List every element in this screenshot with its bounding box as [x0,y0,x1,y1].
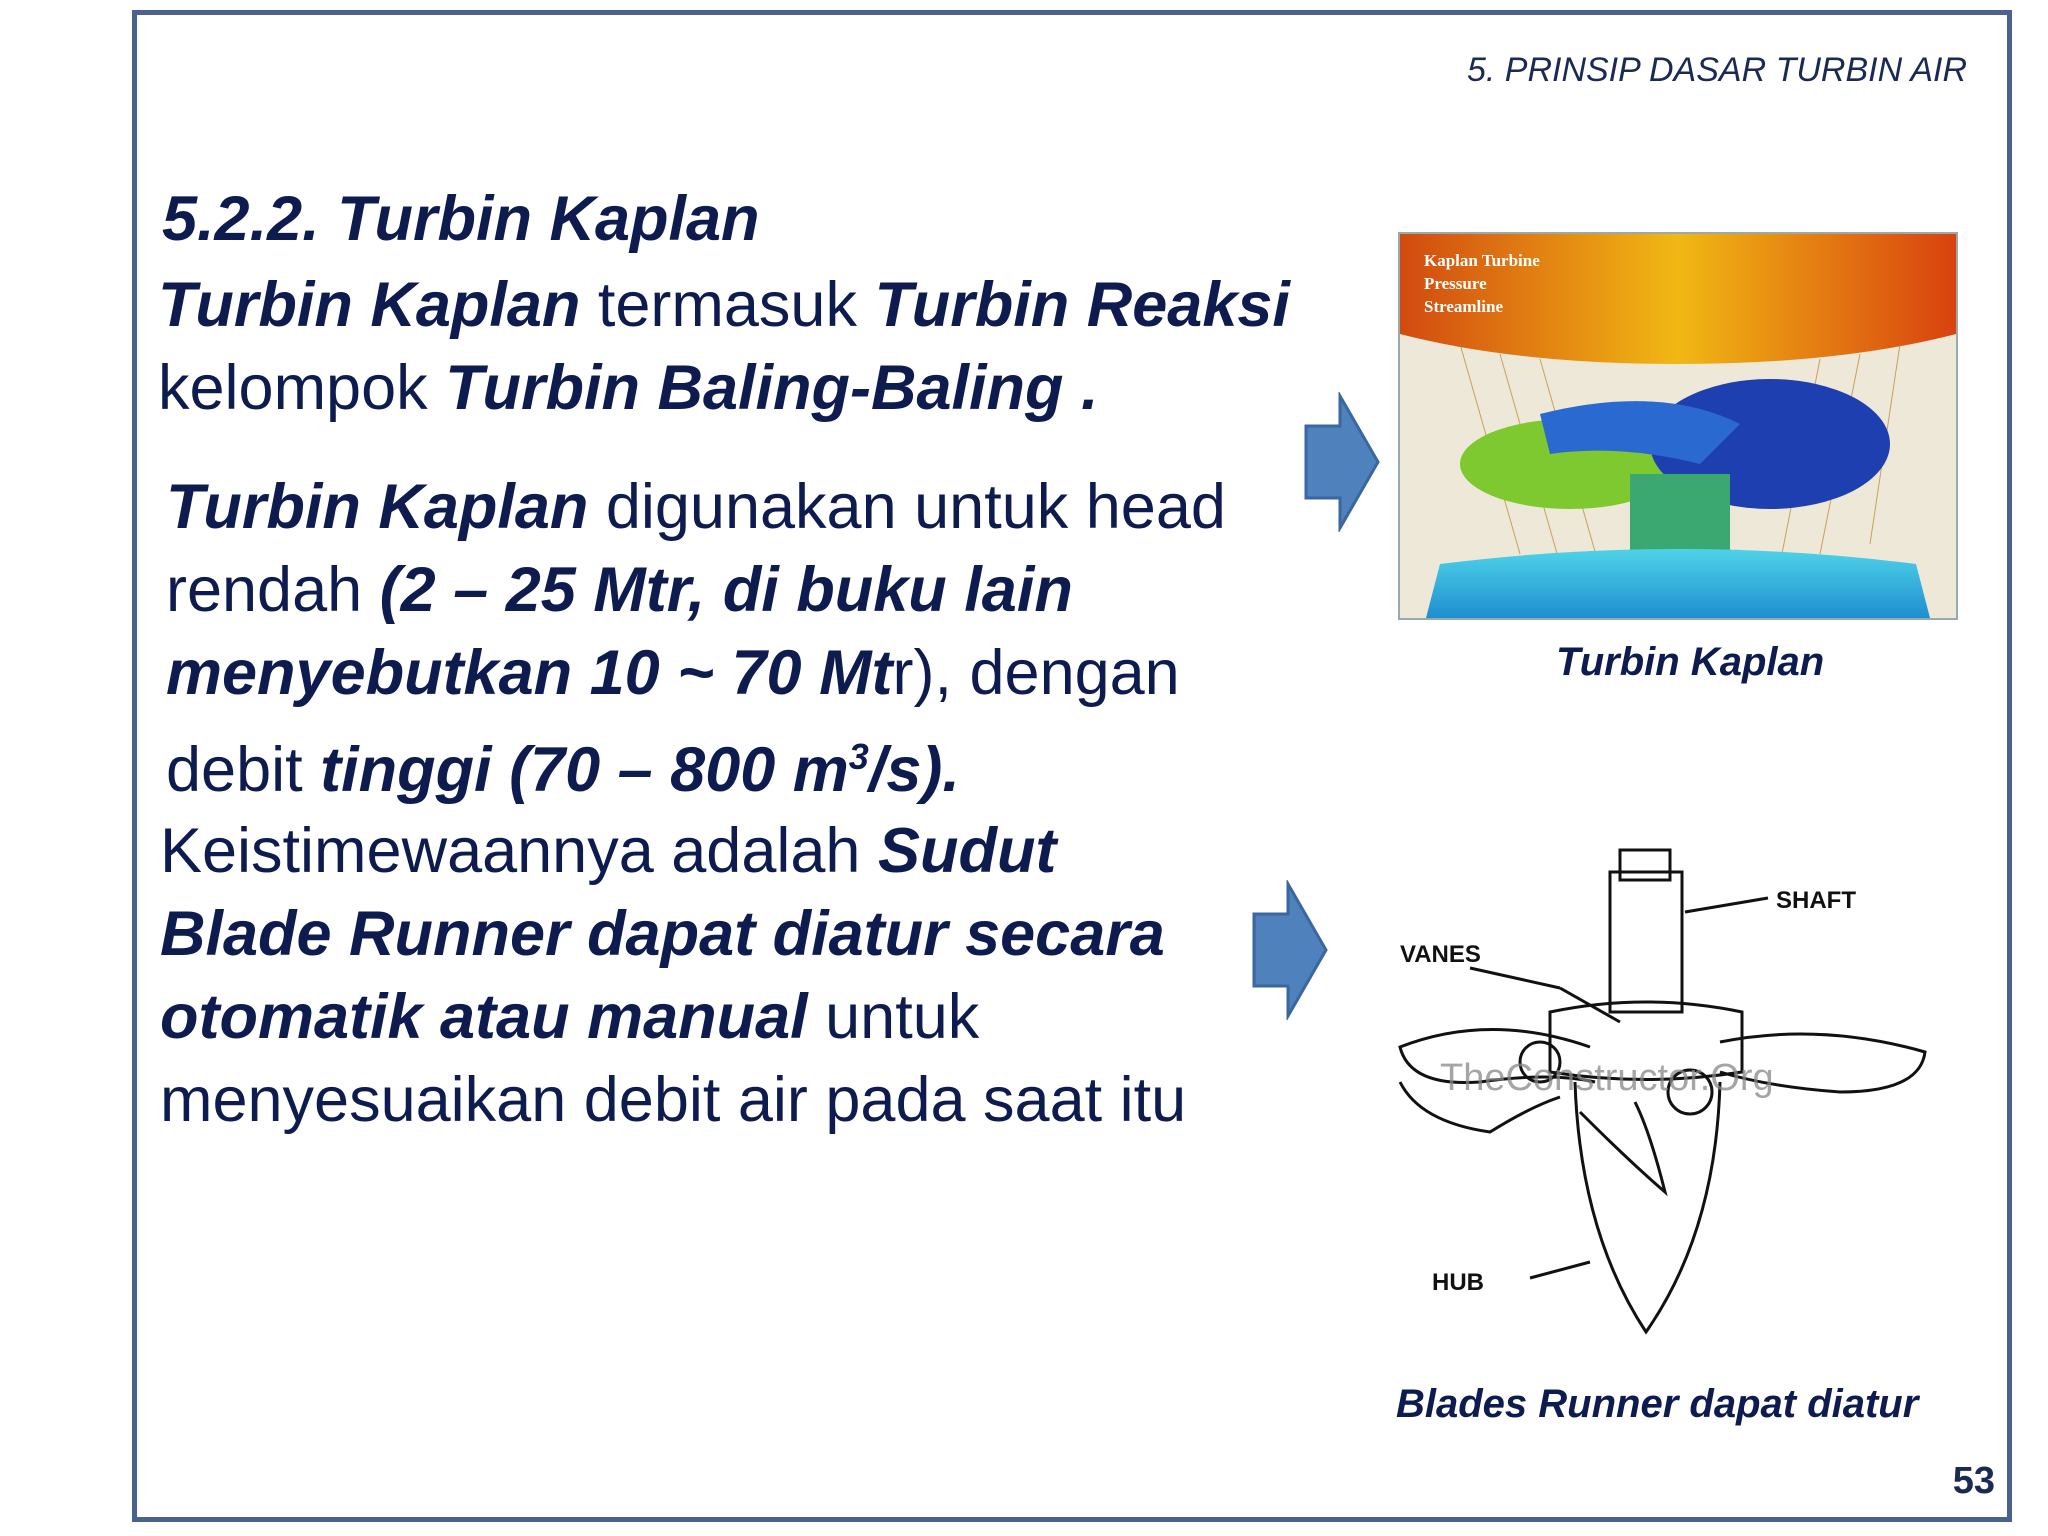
fig2-label-hub: HUB [1432,1269,1484,1296]
para1-text1: termasuk [580,270,875,340]
kaplan-turbine-image: Kaplan Turbine Pressure Streamline [1398,232,1958,620]
fig2-label-vanes: VANES [1400,941,1481,968]
right-arrow-icon-1 [1304,392,1380,532]
para2-head-range: (2 – 25 Mtr, di buku lain [379,555,1073,625]
slide-frame: 5. PRINSIP DASAR TURBIN AIR 53 [132,10,2012,1522]
para2-debit-value: tinggi (70 – 800 m [320,735,849,805]
term-turbin-baling: Turbin Baling-Baling . [445,353,1099,423]
para3-text3: menyesuaikan debit air pada saat itu [160,1065,1187,1135]
para2-debit-unit: /s). [868,735,960,805]
para3-bold3: otomatik atau manual [160,982,808,1052]
para2-term: Turbin Kaplan [166,472,589,542]
figure1-caption: Turbin Kaplan [1556,640,1825,684]
right-arrow-icon-2 [1252,880,1328,1020]
superscript-3: 3 [848,736,869,777]
fig1-label-1: Kaplan Turbine [1424,251,1540,270]
runner-sketch: SHAFT VANES HUB TheConstructor.Org [1398,848,1927,1335]
para3-bold2: Blade Runner dapat diatur secara [160,899,1165,969]
paragraph-usage: Turbin Kaplan digunakan untuk head renda… [166,466,1226,812]
fig1-label-3: Streamline [1424,297,1503,316]
fig2-label-shaft: SHAFT [1776,887,1856,914]
para2-debit: tinggi (70 – 800 m3/s). [320,735,960,805]
para3-text2: untuk [807,982,980,1052]
para3-bold1: Sudut [877,816,1057,886]
watermark-text: TheConstructor.Org [1440,1057,1774,1099]
para2-text3: r), dengan [892,638,1180,708]
paragraph-classification: Turbin Kaplan termasuk Turbin Reaksi kel… [158,264,1290,430]
para2-text2: rendah [166,555,380,625]
page-number: 53 [1952,1460,1995,1502]
paragraph-feature: Keistimewaannya adalah Sudut Blade Runne… [160,810,1186,1142]
fig1-label-2: Pressure [1424,274,1487,293]
para2-head-range-alt: menyebutkan 10 ~ 70 Mt [166,638,893,708]
para3-text1: Keistimewaannya adalah [160,816,878,886]
blades-runner-diagram: SHAFT VANES HUB TheConstructor.Org [1380,832,1960,1342]
term-turbin-reaksi: Turbin Reaksi [874,270,1290,340]
kaplan-cfd-illustration: Kaplan Turbine Pressure Streamline [1400,234,1956,618]
para2-text4: debit [166,735,321,805]
para1-text2: kelompok [158,353,446,423]
para2-text1: digunakan untuk head [588,472,1226,542]
term-turbin-kaplan: Turbin Kaplan [158,270,581,340]
figure2-caption: Blades Runner dapat diatur [1396,1382,1919,1426]
slide-title: 5.2.2. Turbin Kaplan [162,184,760,254]
section-header: 5. PRINSIP DASAR TURBIN AIR [1466,51,1967,89]
